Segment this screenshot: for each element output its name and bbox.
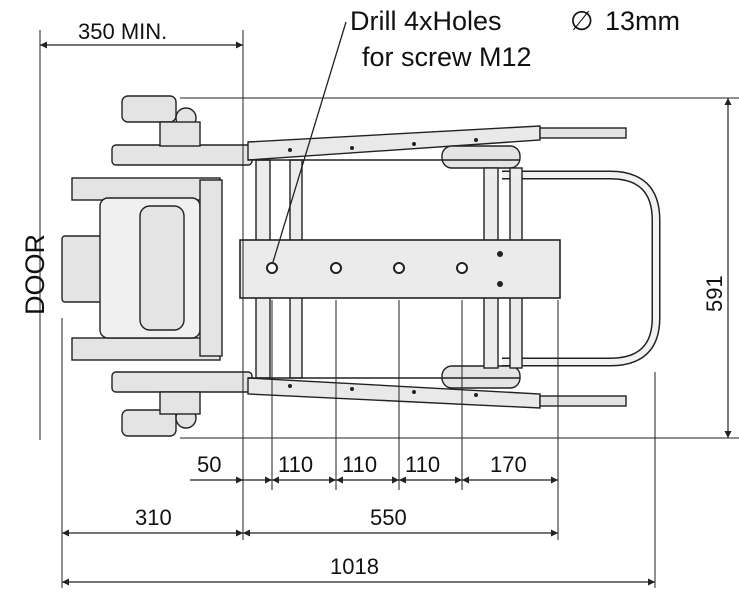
wheel-top-left: [121, 95, 177, 123]
dim-label-1018: 1018: [330, 554, 379, 579]
dimension-lines: [40, 41, 732, 586]
extension-lines: [39, 30, 739, 588]
diameter-symbol-icon: ∅: [570, 6, 594, 36]
dim-label-170: 170: [490, 452, 527, 477]
side-rail-top: [247, 125, 541, 161]
drill-hole-4: [456, 262, 468, 274]
armrest-bottom: [111, 371, 253, 393]
dim-label-50: 50: [197, 452, 221, 477]
drill-holes: [266, 262, 468, 274]
dim-label-591: 591: [702, 275, 727, 312]
front-rod-bottom: [539, 395, 627, 407]
armrest-top: [111, 144, 253, 166]
note-drill-size: 13mm: [605, 6, 680, 36]
note-drill-line2: for screw M12: [362, 42, 532, 72]
wheelchair-top-view: [61, 95, 661, 437]
dim-label-110-a: 110: [278, 452, 313, 477]
drill-hole-2: [330, 262, 342, 274]
wheel-bottom-left: [121, 409, 177, 437]
caster-bottom: [441, 365, 521, 389]
dim-label-550: 550: [370, 505, 407, 530]
dim-label-310: 310: [135, 505, 172, 530]
drill-hole-3: [393, 262, 405, 274]
note-leader-line: [272, 21, 347, 263]
back-plate-top: [71, 177, 221, 201]
note-drill-line1: Drill 4xHoles: [350, 6, 502, 36]
door-label: DOOR: [20, 234, 50, 315]
front-rod-top: [539, 127, 627, 139]
drill-hole-1: [266, 262, 278, 274]
back-plate-bottom: [71, 337, 221, 361]
label-350-min: 350 MIN.: [78, 19, 167, 44]
dim-label-110-c: 110: [405, 452, 440, 477]
side-rail-bottom: [247, 377, 541, 409]
motor-block: [61, 235, 103, 303]
dim-label-110-b: 110: [342, 452, 377, 477]
caster-top: [441, 145, 521, 169]
